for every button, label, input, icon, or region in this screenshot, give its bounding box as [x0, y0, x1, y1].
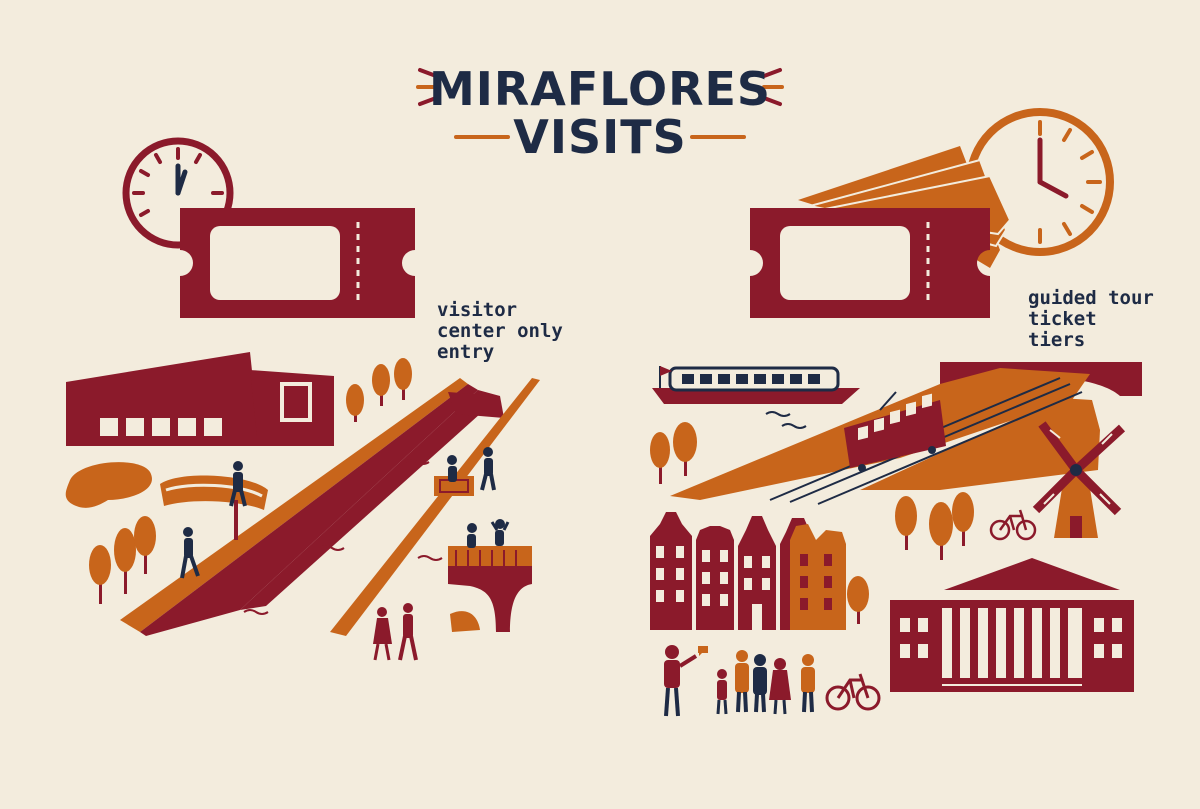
tram: [844, 391, 946, 472]
trees-left-bottom: [89, 516, 156, 604]
viewing-platform-left: [160, 461, 268, 540]
lock-channels: [120, 378, 540, 636]
couple-walking: [373, 603, 418, 661]
museum-building: [890, 558, 1134, 692]
title-ornament-right: [690, 68, 784, 139]
trees-right-top: [650, 422, 697, 484]
canal-boat: [652, 366, 860, 404]
water-ripples-right: [765, 411, 807, 429]
water-ripples-left: [243, 459, 443, 615]
tour-guide: [664, 645, 708, 717]
walking-person-left: [180, 527, 200, 579]
left-ticket-icon: [180, 208, 415, 318]
canal-houses: [650, 512, 846, 630]
page-title-line-1: MIRAFLORES: [428, 62, 772, 116]
bicycle-icon: [989, 509, 1037, 541]
bicycle-bottom-icon: [825, 673, 881, 711]
lock-gate-people: [434, 447, 496, 496]
title-ornament-left: [416, 68, 510, 139]
pond: [65, 462, 152, 508]
observation-deck: [448, 519, 532, 632]
windmill: [1032, 421, 1126, 538]
right-ticket-icon: [750, 208, 990, 318]
visitor-center-building: [66, 352, 334, 446]
right-panel-label: guided tour ticket tiers: [1028, 287, 1154, 351]
tour-group: [664, 645, 815, 717]
bridge: [940, 362, 1142, 396]
left-panel-label: visitor center only entry: [437, 299, 563, 363]
trees-right-middle: [847, 492, 974, 624]
page-title-line-2: VISITS: [513, 110, 687, 164]
title-ornaments: [416, 68, 784, 139]
trees-left-top: [346, 358, 412, 422]
